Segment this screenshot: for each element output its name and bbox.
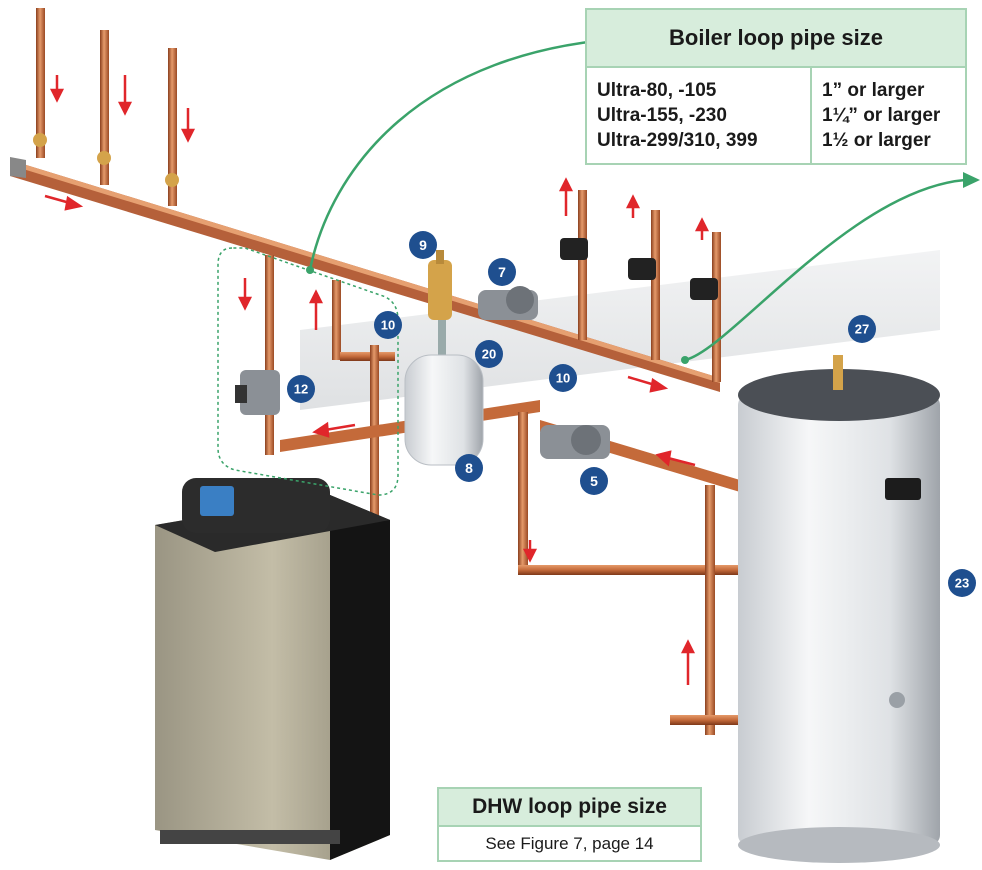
expansion-tank <box>404 320 484 466</box>
svg-text:23: 23 <box>955 576 969 591</box>
callout-12: 12 <box>287 375 315 403</box>
zone-risers-right <box>560 190 721 382</box>
svg-text:9: 9 <box>419 237 427 253</box>
callout-5: 5 <box>580 467 608 495</box>
callout-27: 27 <box>848 315 876 343</box>
svg-text:10: 10 <box>381 318 395 333</box>
dhw-loop-piping <box>540 420 765 735</box>
size-column: 1” or larger 1¼” or larger 1½ or larger <box>811 68 965 163</box>
dhw-loop-title: DHW loop pipe size <box>439 789 700 827</box>
svg-text:27: 27 <box>855 322 869 337</box>
svg-text:12: 12 <box>294 382 308 397</box>
boiler-unit <box>155 478 390 860</box>
svg-text:10: 10 <box>556 371 570 386</box>
svg-text:7: 7 <box>498 264 506 280</box>
size-row: 1½ or larger <box>822 130 931 151</box>
model-column: Ultra-80, -105 Ultra-155, -230 Ultra-299… <box>587 68 812 163</box>
callout-10-top: 10 <box>374 311 402 339</box>
valve-assembly <box>235 370 280 415</box>
callout-20: 20 <box>475 340 503 368</box>
boiler-loop-highlight <box>217 247 399 496</box>
flow-arrows <box>44 75 710 685</box>
boiler-loop-pipe-size-box: Boiler loop pipe size Ultra-80, -105 Ult… <box>585 8 967 165</box>
callout-9: 9 <box>409 231 437 259</box>
svg-text:8: 8 <box>465 460 473 476</box>
size-row: 1” or larger <box>822 80 925 101</box>
indirect-water-heater <box>738 355 940 863</box>
svg-text:5: 5 <box>590 473 598 489</box>
model-row: Ultra-80, -105 <box>597 80 717 101</box>
callout-23: 23 <box>948 569 976 597</box>
dhw-loop-note: See Figure 7, page 14 <box>485 834 654 853</box>
size-row: 1¼” or larger <box>822 105 941 126</box>
zone-risers-left <box>33 8 179 206</box>
air-separator <box>428 250 452 320</box>
supply-header-pipe <box>10 157 720 392</box>
svg-text:20: 20 <box>482 347 496 362</box>
dhw-loop-pipe-size-box: DHW loop pipe size See Figure 7, page 14 <box>437 787 702 862</box>
boiler-loop-size-table: Ultra-80, -105 Ultra-155, -230 Ultra-299… <box>587 68 965 163</box>
model-row: Ultra-299/310, 399 <box>597 130 758 151</box>
boiler-loop-title: Boiler loop pipe size <box>587 10 965 68</box>
leader-line-dhw-loop <box>681 172 980 364</box>
callout-8: 8 <box>455 454 483 482</box>
dhw-circulator <box>540 425 610 459</box>
callout-7: 7 <box>488 258 516 286</box>
model-row: Ultra-155, -230 <box>597 105 727 126</box>
callout-10-mid: 10 <box>549 364 577 392</box>
boiler-circulator <box>478 286 538 320</box>
